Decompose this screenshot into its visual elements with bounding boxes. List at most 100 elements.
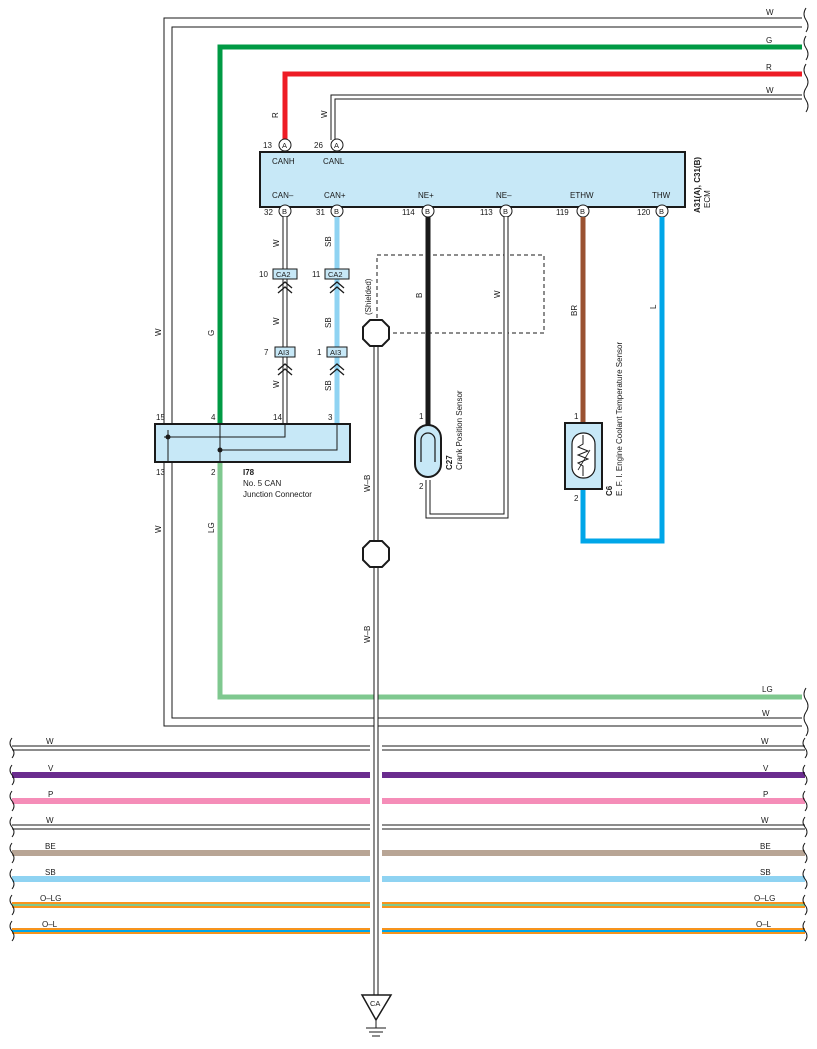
- canl-wire-label: W: [320, 110, 329, 118]
- left-w2-label: W: [154, 525, 163, 533]
- connector-name: CA2: [276, 270, 291, 279]
- harness-label-left: W: [46, 816, 54, 825]
- ground-bus: W–B W–B CA: [360, 319, 393, 1037]
- wire-w-inner: [171, 26, 802, 719]
- conn-b-letter: B: [503, 207, 508, 216]
- thw-label: L: [649, 304, 658, 309]
- connector-pin: 1: [317, 348, 322, 357]
- ecm-pin: 114: [402, 208, 415, 217]
- junction-connector: 15 4 14 3 13 2 I78 No. 5 CAN Junction Co…: [154, 413, 351, 499]
- conn-b-letter: B: [580, 207, 585, 216]
- break-marks-bottom: [9, 737, 808, 942]
- bottom-harness: W V P W BE SB O–LG O–L W V P W BE SB O–L…: [9, 737, 808, 942]
- conn-b-letter: B: [659, 207, 664, 216]
- coolant-sensor-name: E. F. I. Engine Coolant Temperature Sens…: [615, 342, 624, 496]
- ne-minus-label: W: [493, 290, 502, 298]
- ecm-pin: 120: [637, 208, 651, 217]
- junction-pin: 4: [211, 413, 216, 422]
- conn-a-letter: A: [334, 141, 339, 150]
- conn-a-circle: [278, 138, 292, 152]
- ecm-pin: 31: [316, 208, 325, 217]
- junction-pin: 14: [273, 413, 282, 422]
- break-marks-top: [803, 7, 809, 737]
- can-plus-label: SB: [324, 317, 333, 328]
- canh-wire-label: R: [271, 112, 280, 118]
- mid-wire-label: W: [762, 709, 770, 718]
- coolant-temperature-sensor: 1 2 C6 E. F. I. Engine Coolant Temperatu…: [564, 342, 624, 503]
- wire-w-canl-outline: [330, 94, 802, 140]
- connector-name: AI3: [278, 348, 289, 357]
- ecm-terminal-name: CANL: [323, 157, 345, 166]
- ecm: A31(A), C31(B) ECM CANH CANL 13 26 A A C…: [259, 138, 712, 218]
- harness-label-left: O–L: [42, 920, 58, 929]
- junction-pin: 3: [328, 413, 333, 422]
- conn-a-circle: [330, 138, 344, 152]
- left-g-label: G: [207, 330, 216, 336]
- connector-pin: 11: [312, 270, 321, 279]
- ecm-pin: 26: [314, 141, 323, 150]
- connector-ai3: [274, 346, 296, 358]
- can-minus-label: W: [272, 380, 281, 388]
- crank-pin: 2: [419, 482, 424, 491]
- can-lines: W W W SB SB SB CA2 CA2 10 11 AI3 AI3 7 1: [259, 217, 350, 424]
- ecm-terminal-name: NE–: [496, 191, 512, 200]
- ground-label: CA: [370, 999, 380, 1008]
- ecm-terminal-name: CANH: [272, 157, 295, 166]
- coolant-pin: 1: [574, 412, 579, 421]
- junction-pin: 15: [156, 413, 165, 422]
- harness-label-left: SB: [45, 868, 56, 877]
- harness-label-right: W: [761, 737, 769, 746]
- harness-label-right: W: [761, 816, 769, 825]
- crank-pin: 1: [419, 412, 424, 421]
- ground-point: [360, 994, 393, 1022]
- harness-label-left: W: [46, 737, 54, 746]
- top-wire-label: W: [766, 86, 774, 95]
- can-minus-label: W: [272, 317, 281, 325]
- can-plus-label: SB: [324, 380, 333, 391]
- connector-name: CA2: [328, 270, 343, 279]
- wire-g: [217, 44, 802, 424]
- connector-ca2: [272, 268, 298, 280]
- harness-label-left: BE: [45, 842, 56, 851]
- can-minus-label: W: [272, 239, 281, 247]
- crank-position-sensor: 1 2 C27 Crank Position Sensor: [414, 390, 464, 491]
- harness-label-left: V: [48, 764, 54, 773]
- ecm-terminal-name: THW: [652, 191, 671, 200]
- ecm-subtitle: ECM: [703, 190, 712, 208]
- junction-name: Junction Connector: [243, 490, 312, 499]
- splice-octagon: [362, 319, 390, 347]
- harness-label-left: P: [48, 790, 53, 799]
- junction-pin: 2: [211, 468, 216, 477]
- ecm-terminal-name: CAN–: [272, 191, 294, 200]
- crank-sensor-code: C27: [445, 455, 454, 470]
- ecm-pin: 113: [480, 208, 493, 217]
- conn-a-letter: A: [282, 141, 287, 150]
- splice-octagon: [362, 540, 390, 568]
- conn-b-circles: [278, 204, 669, 218]
- harness-label-right: SB: [760, 868, 771, 877]
- wire-lg: [217, 462, 802, 700]
- conn-b-letter: B: [282, 207, 287, 216]
- can-plus-label: SB: [324, 236, 333, 247]
- conn-b-letter: B: [334, 207, 339, 216]
- junction-box: [154, 423, 351, 463]
- ecm-pin: 13: [263, 141, 272, 150]
- wire-w-canl-fill: [331, 95, 802, 140]
- connector-ca2: [324, 268, 350, 280]
- top-wire-label: W: [766, 8, 774, 17]
- wire-r: [282, 71, 802, 140]
- wire-w-outer: [163, 17, 802, 727]
- connector-pin: 10: [259, 270, 268, 279]
- ecm-terminal-name: NE+: [418, 191, 434, 200]
- junction-pin: 13: [156, 468, 165, 477]
- ethw-label: BR: [570, 305, 579, 316]
- ecm-box: [259, 151, 686, 208]
- connector-name: AI3: [330, 348, 341, 357]
- ecm-title: A31(A), C31(B): [693, 157, 702, 213]
- ecm-terminal-name: ETHW: [570, 191, 594, 200]
- ground-wire-label: W–B: [363, 626, 372, 643]
- junction-name: No. 5 CAN: [243, 479, 281, 488]
- ecm-terminal-name: CAN+: [324, 191, 346, 200]
- harness-label-right: O–LG: [754, 894, 775, 903]
